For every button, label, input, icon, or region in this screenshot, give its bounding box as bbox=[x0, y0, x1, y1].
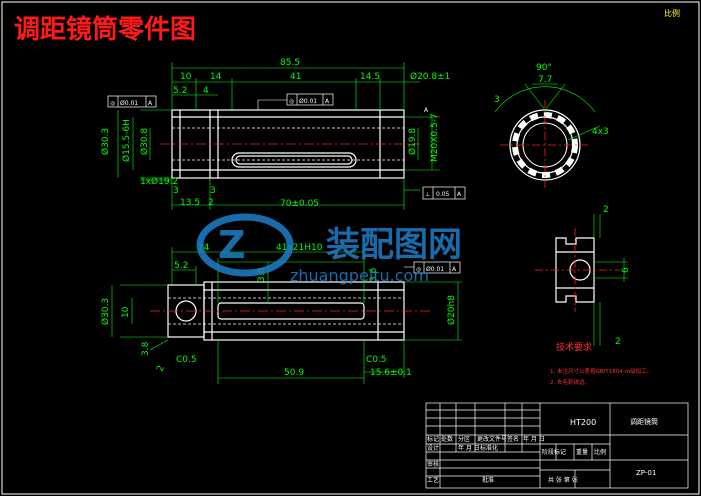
svg-text:A: A bbox=[148, 100, 153, 107]
svg-text:比例: 比例 bbox=[594, 448, 606, 456]
svg-text:Ø0.01: Ø0.01 bbox=[299, 98, 317, 105]
svg-text:批准: 批准 bbox=[482, 476, 494, 484]
dim-2-a: 2 bbox=[208, 198, 214, 208]
svg-text:0.05: 0.05 bbox=[436, 191, 450, 198]
dim-70: 70±0.05 bbox=[280, 199, 319, 209]
svg-text:工艺: 工艺 bbox=[427, 476, 439, 484]
drawing-title: 调距镜筒零件图 bbox=[14, 14, 196, 45]
tb-drawing-no: ZP-01 bbox=[636, 469, 656, 477]
dim-14-5: 14.5 bbox=[360, 72, 380, 82]
svg-text:处数: 处数 bbox=[441, 435, 453, 443]
dim-c0-5-b: C0.5 bbox=[366, 355, 387, 365]
tb-material: HT200 bbox=[570, 418, 596, 427]
svg-text:年 月 日: 年 月 日 bbox=[523, 435, 545, 443]
dim-3-6: 3.6 bbox=[369, 267, 379, 282]
svg-text:设计: 设计 bbox=[427, 444, 439, 452]
dim-3-c: 3 bbox=[494, 95, 500, 105]
dim-4x3: 4x3 bbox=[592, 127, 609, 137]
front-dim-lines bbox=[117, 62, 440, 210]
dim-90-deg: 90° bbox=[536, 63, 552, 73]
end-view bbox=[494, 83, 601, 181]
watermark-sub: zhuangpeitu.com bbox=[290, 266, 429, 285]
svg-text:阶段标记: 阶段标记 bbox=[542, 448, 566, 456]
svg-text:年 月 日: 年 月 日 bbox=[458, 444, 480, 452]
svg-text:审核: 审核 bbox=[427, 460, 439, 468]
dim-85-5: 85.5 bbox=[280, 58, 300, 68]
tb-part-name: 调距镜筒 bbox=[630, 417, 658, 426]
dim-5-2-b: 5.2 bbox=[174, 261, 188, 271]
svg-text:Ø0.01: Ø0.01 bbox=[426, 266, 444, 273]
tolerance-frame-2: ◎ Ø0.01 A bbox=[257, 93, 334, 110]
svg-text:A: A bbox=[325, 98, 330, 105]
dim-v8: Ø20h8 bbox=[446, 295, 457, 325]
svg-text:◎: ◎ bbox=[416, 266, 421, 273]
dim-v7: 10 bbox=[121, 306, 131, 318]
dim-v2: Ø15.5-6H bbox=[121, 119, 132, 162]
dim-phi20-8: Ø20.8±1 bbox=[410, 71, 450, 82]
dim-4: 4 bbox=[203, 86, 209, 96]
svg-text:共 张 第 张: 共 张 第 张 bbox=[548, 476, 578, 484]
dim-v3: Ø30.8 bbox=[139, 128, 150, 155]
watermark-main: 装配图网 bbox=[326, 225, 462, 265]
svg-text:更改文件号: 更改文件号 bbox=[477, 435, 507, 443]
dim-v1: Ø30.3 bbox=[100, 128, 111, 155]
svg-text:Ø0.01: Ø0.01 bbox=[120, 100, 138, 107]
svg-text:标记: 标记 bbox=[427, 435, 439, 443]
dim-41x21: 41x21H10 bbox=[276, 243, 323, 253]
dim-3-b: 3 bbox=[210, 186, 216, 196]
svg-text:重量: 重量 bbox=[576, 448, 588, 456]
dim-3-8-b: 3.8 bbox=[141, 341, 151, 356]
svg-text:⊥: ⊥ bbox=[425, 191, 430, 198]
datum-a-label: A bbox=[424, 107, 429, 114]
dim-7-7: 7.7 bbox=[538, 75, 552, 85]
title-block bbox=[425, 402, 689, 489]
tech-heading: 技术要求 bbox=[556, 341, 592, 353]
tolerance-frame-4: ◎ Ø0.01 A bbox=[404, 261, 461, 274]
tolerance-frame-3: ⊥ 0.05 A bbox=[422, 186, 466, 200]
svg-text:签名: 签名 bbox=[507, 435, 519, 443]
dim-side-2-a: 2 bbox=[603, 205, 609, 215]
dim-side-6: 6 bbox=[621, 267, 631, 273]
dim-13-5: 13.5 bbox=[180, 198, 200, 208]
dim-3-a: 3 bbox=[173, 186, 179, 196]
dim-14: 14 bbox=[210, 72, 222, 82]
svg-text:A: A bbox=[452, 266, 457, 273]
title-block-text: 标记 处数 分区 更改文件号 签名 年 月 日 设计 年 月 日 标准化 阶段标… bbox=[427, 417, 658, 484]
tech-line-2: 2. 去毛刺锐边。 bbox=[550, 378, 590, 386]
dim-50-9: 50.9 bbox=[284, 368, 304, 378]
dim-1x19-2: 1xØ19.2 bbox=[140, 176, 178, 187]
dim-side-2-b: 2 bbox=[615, 337, 621, 347]
dim-24: 24 bbox=[198, 243, 210, 253]
dim-15-6: 15.6±0.1 bbox=[370, 368, 412, 378]
dim-41: 41 bbox=[290, 72, 301, 82]
svg-text:◎: ◎ bbox=[289, 98, 294, 105]
dim-v5: M20X0.5-7 bbox=[430, 113, 440, 162]
svg-text:◎: ◎ bbox=[110, 100, 115, 107]
svg-text:分区: 分区 bbox=[458, 435, 470, 443]
svg-text:标准化: 标准化 bbox=[480, 444, 498, 452]
side-dim-lines bbox=[593, 214, 628, 346]
corner-note: 比例 bbox=[664, 8, 680, 18]
svg-text:A: A bbox=[457, 191, 462, 198]
dim-c0-5-a: C0.5 bbox=[176, 355, 197, 365]
dim-v6: Ø30.3 bbox=[100, 298, 111, 325]
dim-2-b: 2 bbox=[155, 364, 166, 373]
tolerance-frame-1: ◎ Ø0.01 A bbox=[107, 95, 157, 108]
dim-3-8: 3.8 bbox=[257, 267, 267, 282]
dim-10: 10 bbox=[180, 72, 192, 82]
svg-text:Z: Z bbox=[218, 223, 246, 267]
dim-5-2: 5.2 bbox=[173, 86, 187, 96]
dim-v4: Ø19.8 bbox=[407, 128, 418, 155]
tech-line-1: 1. 未注尺寸公差按GB/T1804-m级加工。 bbox=[550, 367, 652, 375]
watermark: Z 装配图网 zhuangpeitu.com bbox=[196, 213, 462, 285]
